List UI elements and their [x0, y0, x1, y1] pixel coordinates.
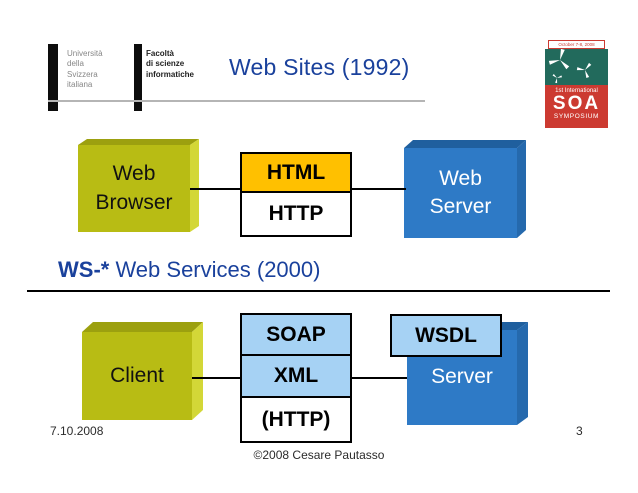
wsdl-box: WSDL	[390, 314, 502, 357]
web-browser-label: Web Browser	[95, 162, 173, 214]
soa-symposium-logo: October 7-8, 2008	[545, 40, 608, 128]
section2-title-bold: WS-*	[58, 257, 110, 282]
header-divider	[48, 100, 425, 102]
faculty-logo-text: Facoltà di scienze informatiche	[146, 49, 195, 79]
soa-logo-line1: 1st International	[555, 88, 598, 94]
soa-logo-date: October 7-8, 2008	[548, 40, 605, 49]
stack-webserver-connector	[352, 188, 406, 190]
server-label: Server	[431, 365, 493, 389]
soap-box: SOAP	[240, 313, 352, 356]
page-number: 3	[576, 424, 583, 438]
soa-logo-teal-panel	[545, 48, 608, 85]
stack-server-connector	[352, 377, 407, 379]
xml-box: XML	[240, 354, 352, 398]
web-browser-cube	[78, 139, 199, 232]
html-box: HTML	[240, 152, 352, 193]
client-stack-connector	[192, 377, 240, 379]
section2-title-rest: Web Services (2000)	[109, 257, 321, 282]
soa-logo-red-panel: 1st International SOA SYMPOSIUM	[545, 85, 608, 128]
section2-divider	[27, 290, 610, 292]
slide-title: Web Sites (1992)	[229, 54, 410, 80]
soa-logo-line3: SYMPOSIUM	[553, 113, 600, 120]
soa-logo-acronym: SOA	[552, 93, 601, 114]
footer-date: 7.10.2008	[50, 424, 104, 438]
footer-copyright: ©2008 Cesare Pautasso	[253, 448, 385, 462]
http-box: HTTP	[240, 191, 352, 237]
browser-stack-connector	[190, 188, 240, 190]
web-server-label: Web Server	[429, 166, 492, 218]
university-logo-text: Università della Svizzera italiana	[67, 49, 103, 90]
faculty-logo-bar	[134, 44, 142, 111]
client-cube	[82, 322, 203, 420]
http-optional-box: (HTTP)	[240, 396, 352, 443]
university-logo-bar	[48, 44, 58, 111]
wind-turbine-icon	[548, 48, 592, 84]
client-label: Client	[110, 363, 164, 387]
section2-title: WS-* Web Services (2000)	[58, 257, 320, 283]
web-server-cube	[404, 140, 526, 238]
